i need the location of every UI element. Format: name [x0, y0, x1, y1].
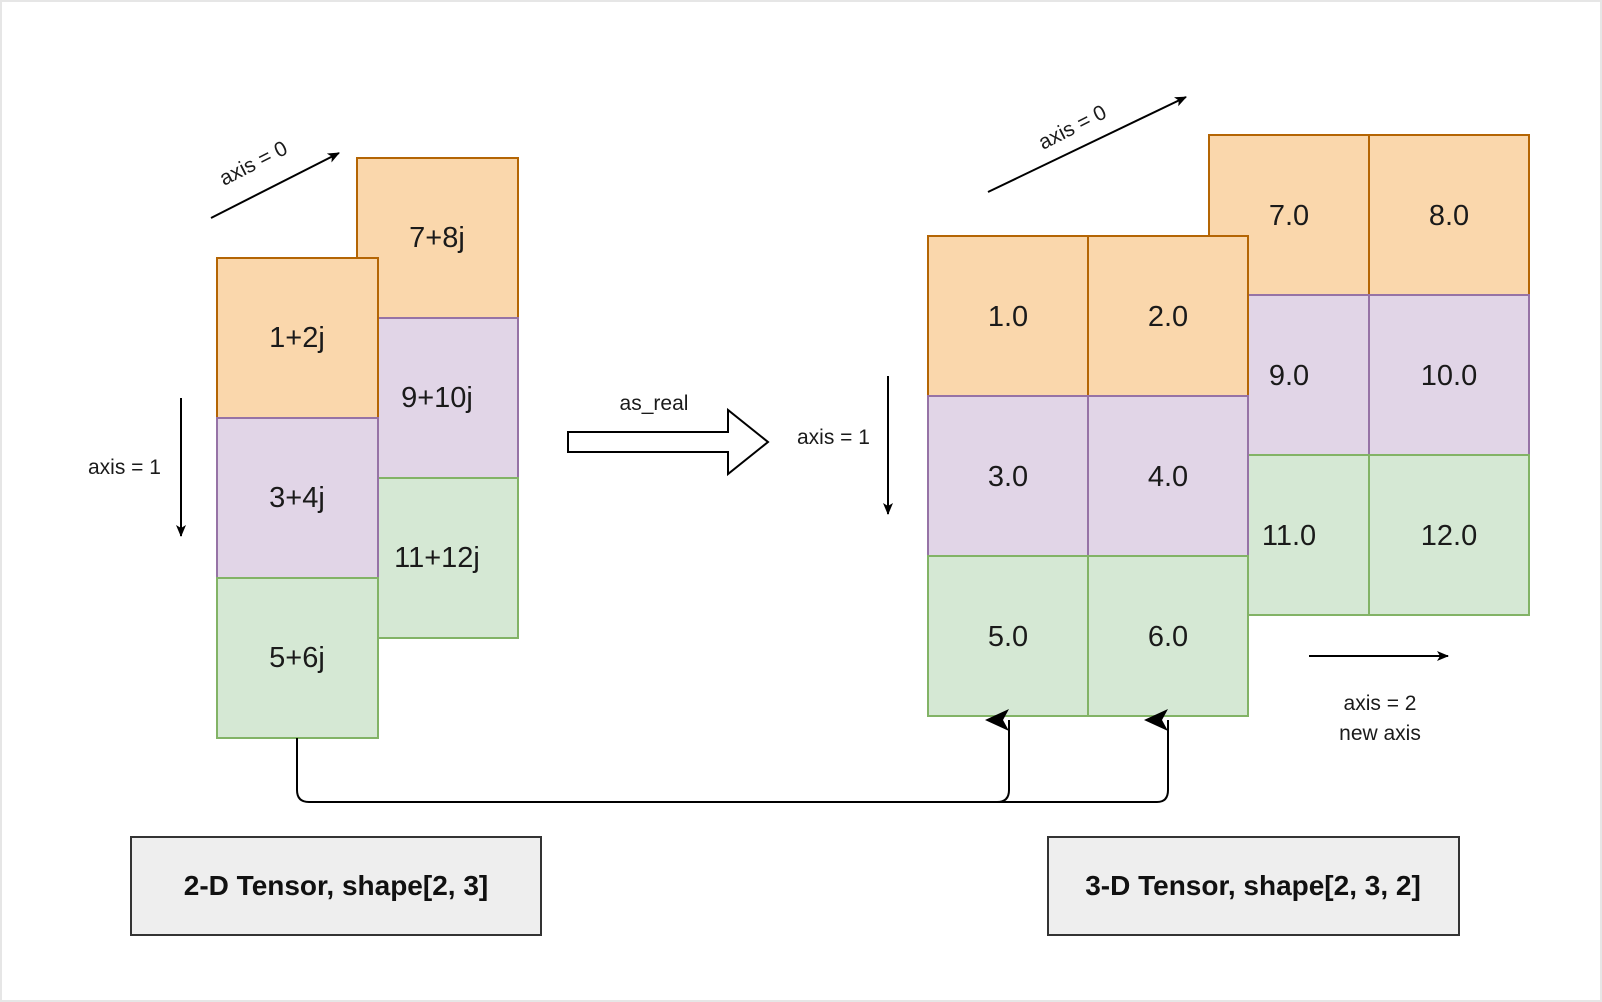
connector-lines: [296, 709, 1169, 803]
right-axis2-sublabel: new axis: [1339, 722, 1421, 745]
right-back-value-0-1: 8.0: [1429, 200, 1469, 232]
right-back-cell-1-1: [1368, 294, 1530, 456]
right-front-cell-0-1: [1087, 235, 1249, 397]
left-front-cell-2: [216, 577, 379, 739]
right-back-cell-0-1: [1368, 134, 1530, 296]
right-tensor: 7.0 8.0 9.0 10.0 11.0 12.0 1.0 2.0 3.0 4…: [797, 96, 1530, 745]
right-front-value-1-1: 4.0: [1148, 461, 1188, 493]
left-back-cell-0: [356, 157, 519, 319]
left-caption-text: 2-D Tensor, shape[2, 3]: [184, 870, 488, 901]
right-back-value-0-0: 7.0: [1269, 200, 1309, 232]
right-axis0-arrow: [987, 96, 1187, 193]
right-back-value-1-1: 10.0: [1421, 360, 1477, 392]
left-tensor: 7+8j 9+10j 11+12j 1+2j 3+4j 5+6j axis = …: [88, 137, 519, 739]
right-caption-box: [1047, 836, 1460, 936]
right-front-cell-0-0: [927, 235, 1089, 397]
right-caption-text: 3-D Tensor, shape[2, 3, 2]: [1085, 870, 1421, 901]
left-back-cell-2: [356, 477, 519, 639]
right-caption: 3-D Tensor, shape[2, 3, 2]: [1047, 836, 1460, 936]
right-front-slice: 1.0 2.0 3.0 4.0 5.0 6.0: [927, 235, 1249, 717]
left-front-column: 1+2j 3+4j 5+6j: [216, 257, 379, 739]
right-back-value-2-1: 12.0: [1421, 520, 1477, 552]
left-caption: 2-D Tensor, shape[2, 3]: [130, 836, 542, 936]
right-front-value-1-0: 3.0: [988, 461, 1028, 493]
left-back-cell-1: [356, 317, 519, 479]
as-real-arrow: [567, 407, 770, 477]
right-front-value-0-1: 2.0: [1148, 301, 1188, 333]
right-front-cell-2-1: [1087, 555, 1249, 717]
left-back-value-0: 7+8j: [409, 222, 465, 254]
right-back-slice: 7.0 8.0 9.0 10.0 11.0 12.0: [1208, 134, 1530, 616]
left-axis0-arrow: [210, 152, 340, 219]
right-back-cell-2-1: [1368, 454, 1530, 616]
right-front-value-2-1: 6.0: [1148, 621, 1188, 653]
as-real-operation: as_real: [567, 392, 770, 477]
right-front-value-0-0: 1.0: [988, 301, 1028, 333]
left-front-value-1: 3+4j: [269, 482, 325, 514]
connector-to-imag: [997, 709, 1169, 803]
right-back-value-2-0: 11.0: [1262, 520, 1316, 552]
left-front-cell-1: [216, 417, 379, 579]
as-real-label: as_real: [620, 392, 689, 415]
left-front-value-0: 1+2j: [269, 322, 325, 354]
left-front-value-2: 5+6j: [269, 642, 325, 674]
left-caption-box: [130, 836, 542, 936]
right-front-value-2-0: 5.0: [988, 621, 1028, 653]
left-axis1-label: axis = 1: [88, 456, 161, 479]
right-axis1-label: axis = 1: [797, 426, 870, 449]
left-back-value-1: 9+10j: [401, 382, 473, 414]
left-back-value-2: 11+12j: [394, 542, 480, 574]
connector-to-real: [296, 709, 1010, 803]
right-axis2-label: axis = 2: [1344, 692, 1417, 715]
left-back-column: 7+8j 9+10j 11+12j: [356, 157, 519, 639]
right-back-value-1-0: 9.0: [1269, 360, 1309, 392]
right-front-cell-1-0: [927, 395, 1089, 557]
